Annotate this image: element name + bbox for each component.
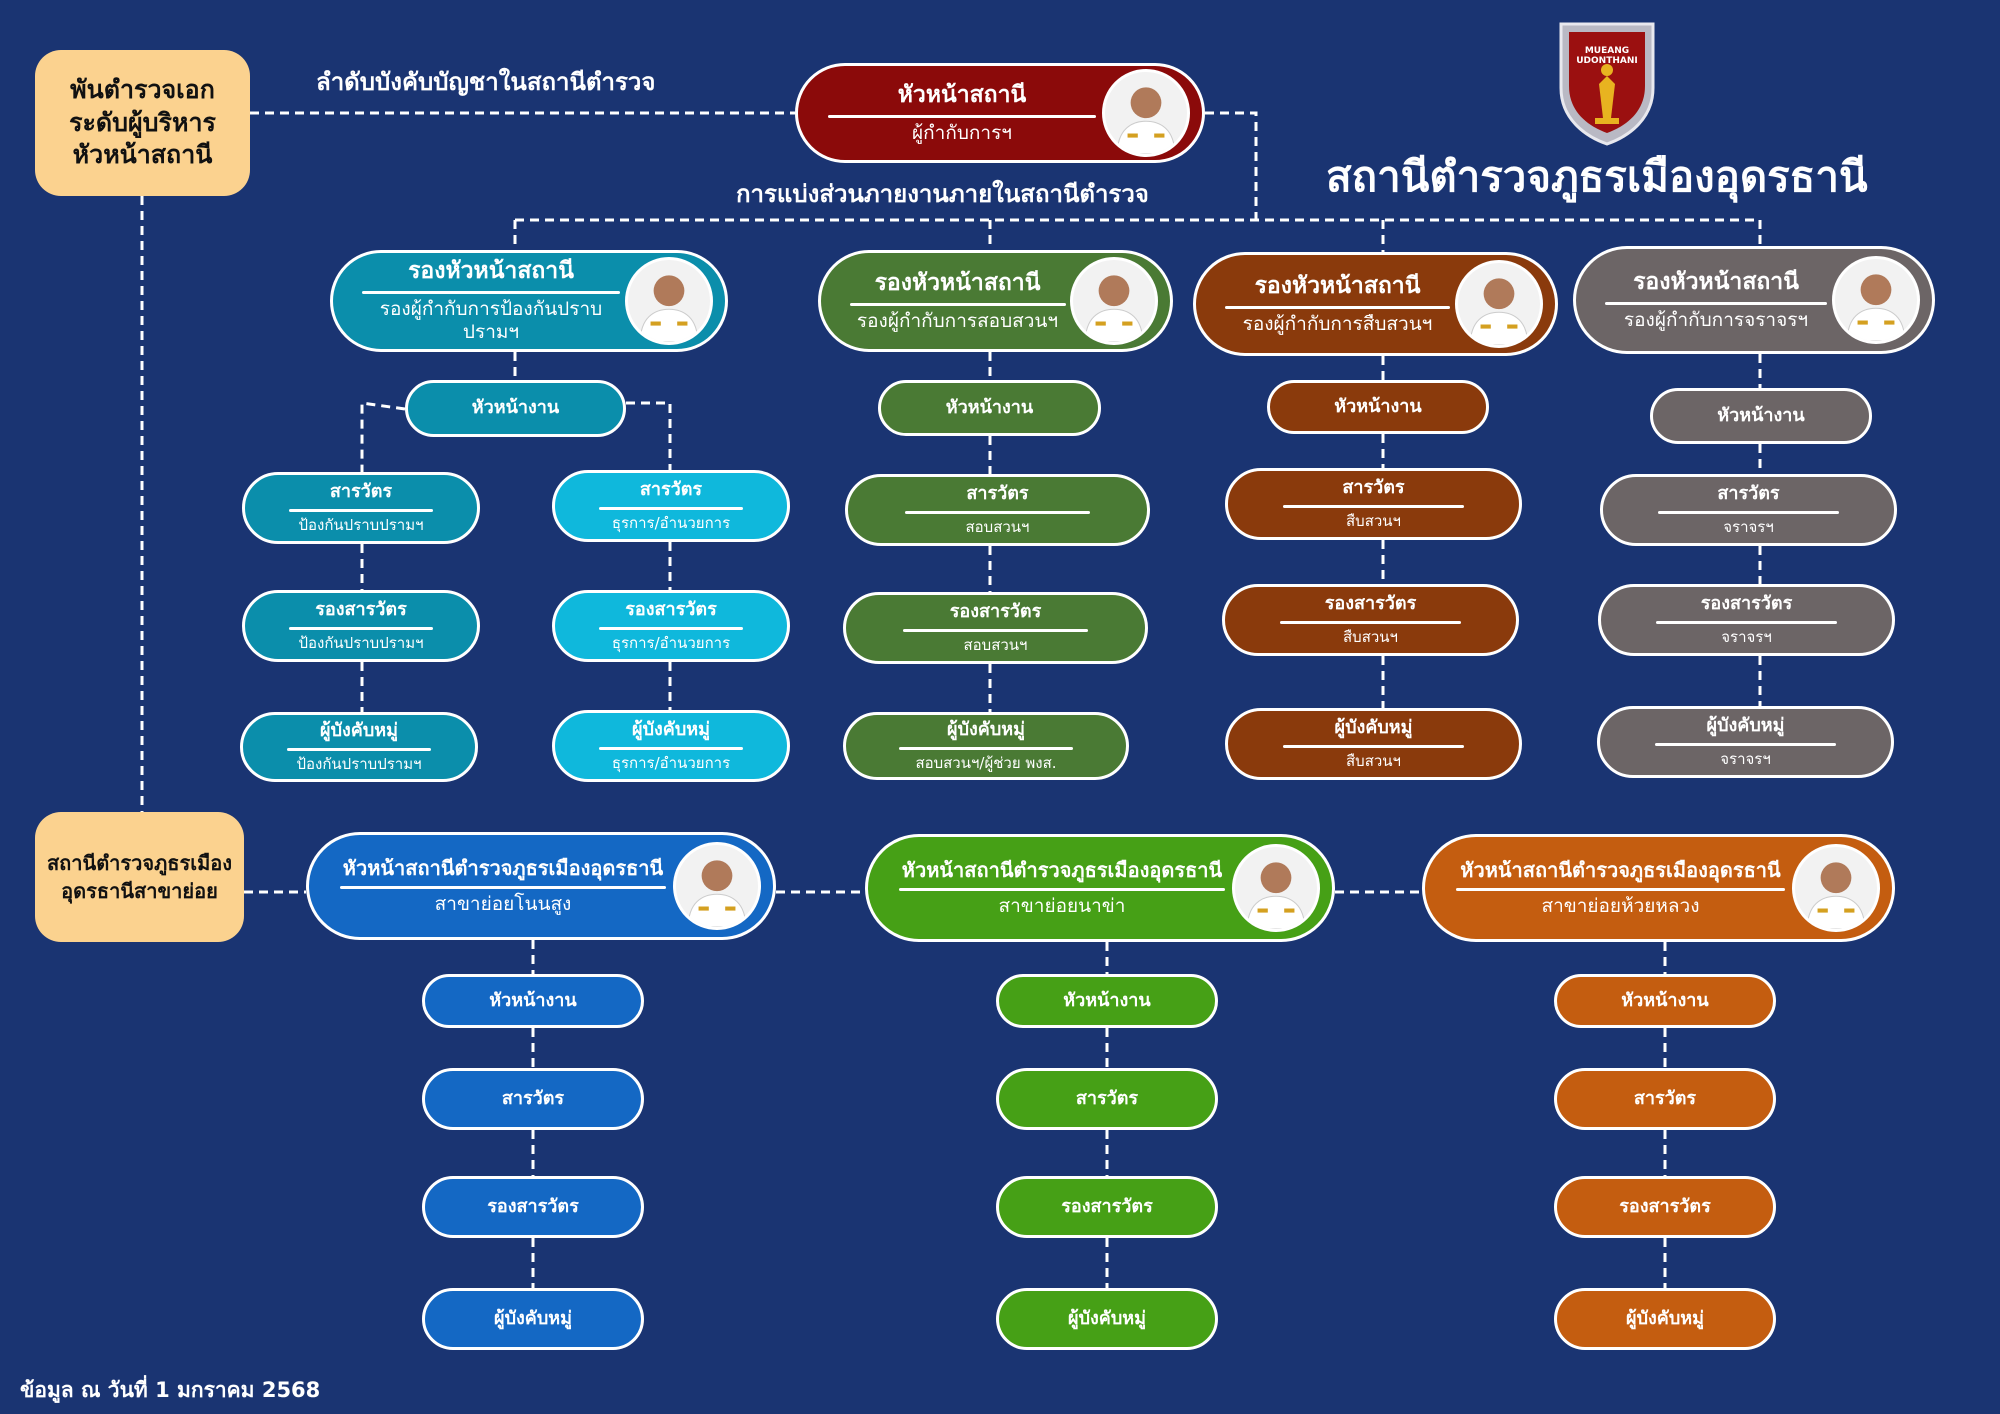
branch-nonsung-node: หัวหน้าสถานีตำรวจภูธรเมืองอุดรธานีสาขาย่… <box>306 832 776 940</box>
investigation-squad-leader: ผู้บังคับหมู่สืบสวนฯ <box>1225 708 1522 780</box>
station-name-title: สถานีตำรวจภูธรเมืองอุดรธานี <box>1326 152 1868 201</box>
inquiry-squad-leader: ผู้บังคับหมู่สอบสวนฯ/ผู้ช่วย พงส. <box>843 712 1129 780</box>
branch-nonsung-deputy-inspector: รองสารวัตร <box>422 1176 644 1238</box>
chief-node: หัวหน้าสถานีผู้กำกับการฯ <box>795 63 1205 163</box>
branch-huailuang-squad-leader: ผู้บังคับหมู่ <box>1554 1288 1776 1350</box>
branch-nonsung-inspector: สารวัตร <box>422 1068 644 1130</box>
deputy-prevention-node: รองหัวหน้าสถานีรองผู้กำกับการป้องกันปราบ… <box>330 250 728 352</box>
officer-photo <box>1455 260 1543 348</box>
station-logo: MUEANG UDONTHANI <box>1555 18 1659 146</box>
officer-photo <box>1070 257 1158 345</box>
branch-nakha-squad-leader: ผู้บังคับหมู่ <box>996 1288 1218 1350</box>
branch-nonsung-squad-leader: ผู้บังคับหมู่ <box>422 1288 644 1350</box>
officer-photo <box>625 257 713 345</box>
prevention-squad-leader: ผู้บังคับหมู่ป้องกันปราบปรามฯ <box>240 712 478 782</box>
team-lead-investigation: หัวหน้างาน <box>1267 380 1489 434</box>
admin-deputy-inspector: รองสารวัตรธุรการ/อำนวยการ <box>552 590 790 662</box>
subdistrict-station-box: สถานีตำรวจภูธรเมือง อุดรธานีสาขาย่อย <box>35 812 244 942</box>
investigation-deputy-inspector: รองสารวัตรสืบสวนฯ <box>1222 584 1519 656</box>
inquiry-inspector: สารวัตรสอบสวนฯ <box>845 474 1150 546</box>
officer-photo <box>1232 844 1320 932</box>
officer-photo <box>1832 256 1920 344</box>
branch-huailuang-inspector: สารวัตร <box>1554 1068 1776 1130</box>
branch-nakha-node: หัวหน้าสถานีตำรวจภูธรเมืองอุดรธานีสาขาย่… <box>865 834 1335 942</box>
rank-box: พันตำรวจเอก ระดับผู้บริหาร หัวหน้าสถานี <box>35 50 250 196</box>
admin-inspector: สารวัตรธุรการ/อำนวยการ <box>552 470 790 542</box>
deputy-investigation-node: รองหัวหน้าสถานีรองผู้กำกับการสืบสวนฯ <box>1193 252 1558 356</box>
deputy-inquiry-node: รองหัวหน้าสถานีรองผู้กำกับการสอบสวนฯ <box>818 250 1173 352</box>
prevention-deputy-inspector: รองสารวัตรป้องกันปราบปรามฯ <box>242 590 480 662</box>
traffic-inspector: สารวัตรจราจรฯ <box>1600 474 1897 546</box>
branch-huailuang-team-lead: หัวหน้างาน <box>1554 974 1776 1028</box>
branch-nakha-inspector: สารวัตร <box>996 1068 1218 1130</box>
logo-text: MUEANG UDONTHANI <box>1576 46 1638 67</box>
internal-division-label: การแบ่งส่วนภายงานภายในสถานีตำรวจ <box>736 180 1149 208</box>
branch-nakha-team-lead: หัวหน้างาน <box>996 974 1218 1028</box>
inquiry-deputy-inspector: รองสารวัตรสอบสวนฯ <box>843 592 1148 664</box>
branch-huailuang-node: หัวหน้าสถานีตำรวจภูธรเมืองอุดรธานีสาขาย่… <box>1422 834 1895 942</box>
officer-photo <box>673 842 761 930</box>
traffic-deputy-inspector: รองสารวัตรจราจรฯ <box>1598 584 1895 656</box>
deputy-traffic-node: รองหัวหน้าสถานีรองผู้กำกับการจราจรฯ <box>1573 246 1935 354</box>
team-lead-traffic: หัวหน้างาน <box>1650 388 1872 444</box>
footer-date: ข้อมูล ณ วันที่ 1 มกราคม 2568 <box>20 1378 321 1402</box>
admin-squad-leader: ผู้บังคับหมู่ธุรการ/อำนวยการ <box>552 710 790 782</box>
investigation-inspector: สารวัตรสืบสวนฯ <box>1225 468 1522 540</box>
chain-of-command-label: ลำดับบังคับบัญชาในสถานีตำรวจ <box>316 68 656 96</box>
chief-title: หัวหน้าสถานี <box>897 81 1027 108</box>
officer-photo <box>1792 844 1880 932</box>
branch-huailuang-deputy-inspector: รองสารวัตร <box>1554 1176 1776 1238</box>
team-lead-inquiry: หัวหน้างาน <box>878 380 1101 436</box>
team-lead-prevention: หัวหน้างาน <box>405 380 626 437</box>
shield-icon <box>1559 22 1655 146</box>
prevention-inspector: สารวัตรป้องกันปราบปรามฯ <box>242 472 480 544</box>
traffic-squad-leader: ผู้บังคับหมู่จราจรฯ <box>1597 706 1894 778</box>
branch-nakha-deputy-inspector: รองสารวัตร <box>996 1176 1218 1238</box>
officer-photo <box>1102 69 1190 157</box>
branch-nonsung-team-lead: หัวหน้างาน <box>422 974 644 1028</box>
chief-subtitle: ผู้กำกับการฯ <box>912 121 1012 144</box>
